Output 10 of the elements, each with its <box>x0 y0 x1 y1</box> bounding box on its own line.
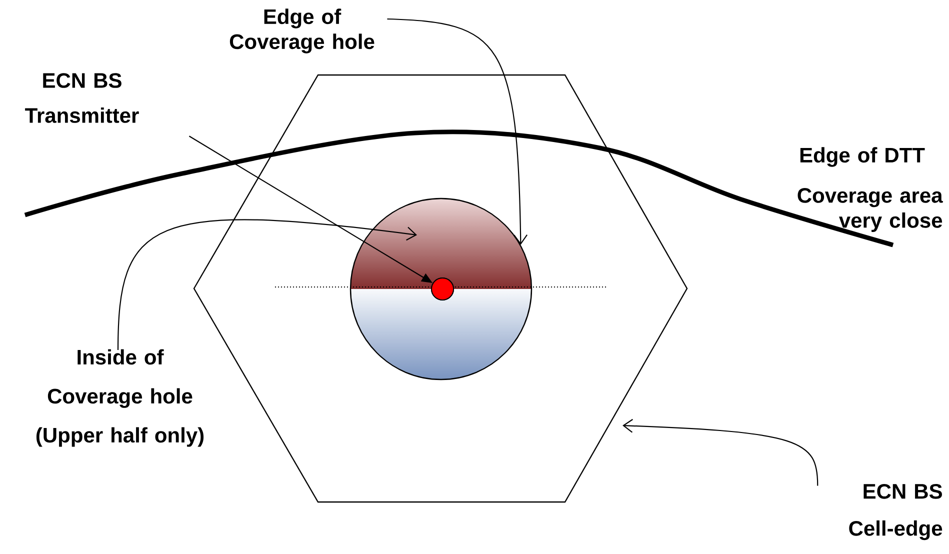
area-label: Coverage area very close <box>798 188 943 232</box>
leader-arrow <box>117 219 417 350</box>
leader-arrow <box>622 418 818 486</box>
callout-text: Inside of Coverage hole (Upper half only) <box>36 349 204 447</box>
callout-text: ECN BS Cell-edge <box>849 484 942 540</box>
area-label: Edge of DTT <box>800 147 925 167</box>
callout-text: ECN BS Transmitter <box>25 73 139 123</box>
leader-arrow <box>387 18 528 245</box>
coverage-hole-circle <box>350 198 532 380</box>
callout-text: Edge of Coverage hole <box>230 8 374 54</box>
